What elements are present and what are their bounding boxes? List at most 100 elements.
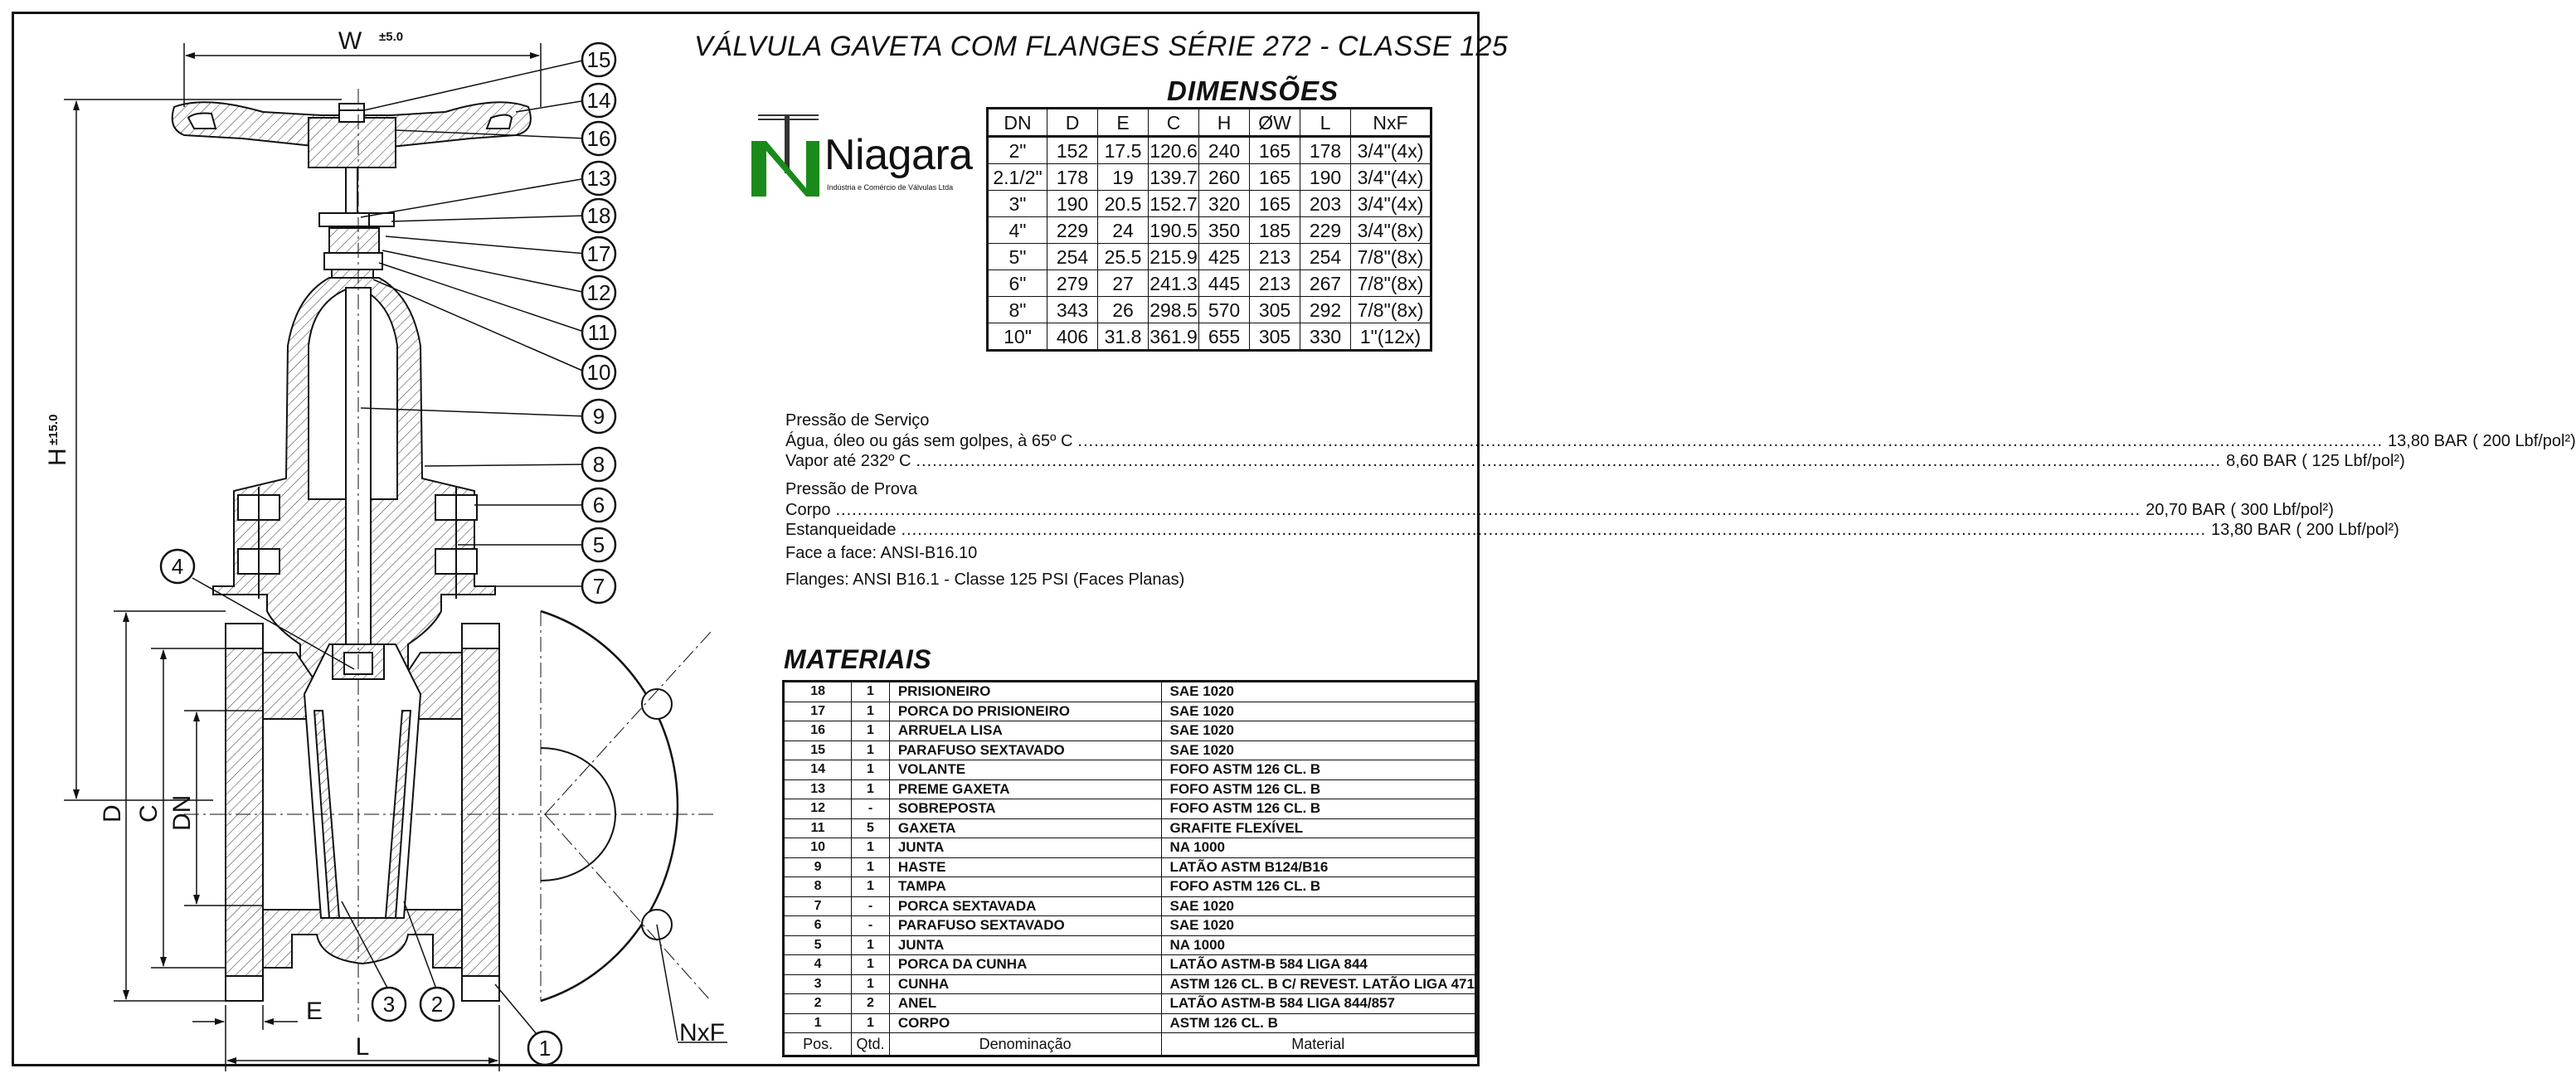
callout-circle: [371, 986, 407, 1022]
table-cell: CORPO: [888, 1012, 1162, 1033]
dim-h-tol: ±15.0: [46, 415, 61, 445]
callout-number: 8: [593, 452, 605, 477]
callout-circle: [581, 197, 617, 234]
table-cell: 185: [1249, 216, 1300, 244]
dim-e-label: E: [306, 998, 323, 1025]
callout-number: 1: [539, 1036, 551, 1061]
table-cell: ARRUELA LISA: [888, 721, 1162, 741]
callout-circle: [581, 398, 617, 435]
callout-number: 16: [587, 126, 611, 151]
table-cell: -: [851, 896, 890, 916]
table-cell: 279: [1047, 270, 1098, 297]
spec-value: 13,80 BAR ( 200 Lbf/pol²): [2388, 432, 2576, 450]
table-cell: 229: [1047, 216, 1098, 244]
logo-subtitle: Indústria e Comércio de Válvulas Ltda: [827, 183, 954, 192]
table-cell: 3": [987, 190, 1047, 217]
table-cell: 445: [1198, 270, 1250, 297]
table-cell: SAE 1020: [1160, 681, 1477, 702]
spec-label: Corpo: [785, 501, 831, 519]
table-cell: 260: [1198, 163, 1250, 191]
table-cell: 298.5: [1148, 296, 1199, 323]
column-header: Qtd.: [851, 1032, 890, 1056]
callout-circle: [581, 354, 617, 391]
callout-number: 4: [172, 554, 183, 579]
table-cell: 267: [1300, 270, 1351, 297]
table-cell: SAE 1020: [1160, 721, 1477, 741]
callout-number: 5: [593, 532, 605, 557]
table-cell: 3/4"(4x): [1350, 190, 1431, 217]
table-cell: SAE 1020: [1160, 701, 1477, 721]
table-cell: 152: [1047, 136, 1098, 164]
table-cell: 26: [1097, 296, 1149, 323]
table-cell: 190: [1300, 163, 1351, 191]
table-cell: 1: [851, 760, 890, 780]
callout-circle: [581, 568, 617, 605]
table-cell: 1: [851, 857, 890, 877]
table-cell: 25.5: [1097, 243, 1149, 270]
column-header: E: [1097, 108, 1149, 137]
callout-number: 10: [587, 360, 611, 385]
table-cell: 240: [1198, 136, 1250, 164]
spec-value: 20,70 BAR ( 300 Lbf/pol²): [2146, 501, 2334, 519]
table-cell: 15: [782, 740, 853, 760]
table-cell: 14: [782, 760, 853, 780]
table-cell: FOFO ASTM 126 CL. B: [1160, 779, 1477, 799]
table-cell: PORCA DA CUNHA: [888, 954, 1162, 975]
table-cell: LATÃO ASTM-B 584 LIGA 844/857: [1160, 993, 1477, 1014]
table-cell: 178: [1300, 136, 1351, 164]
table-cell: HASTE: [888, 857, 1162, 877]
table-cell: ASTM 126 CL. B: [1160, 1012, 1477, 1033]
logo-name: Niagara: [824, 131, 973, 179]
table-cell: 10: [782, 838, 853, 858]
callout-number: 18: [587, 203, 611, 228]
table-cell: 292: [1300, 296, 1351, 323]
table-cell: PRISIONEIRO: [888, 681, 1162, 702]
table-cell: 5: [851, 818, 890, 838]
table-cell: 1: [851, 935, 890, 955]
dim-l-label: L: [356, 1033, 370, 1061]
column-header: Material: [1160, 1032, 1477, 1056]
callout-number: 15: [587, 47, 611, 72]
table-cell: 2.1/2": [987, 163, 1047, 191]
table-cell: PREME GAXETA: [888, 779, 1162, 799]
face-to-face-note: Face a face: ANSI-B16.10: [785, 544, 978, 562]
table-cell: 6": [987, 270, 1047, 297]
table-cell: 17: [782, 701, 853, 721]
table-cell: 190.5: [1148, 216, 1199, 244]
spec-label: Água, óleo ou gás sem golpes, à 65º C: [785, 432, 1073, 450]
dim-d-label: D: [99, 804, 126, 823]
column-header: C: [1148, 108, 1199, 137]
table-cell: 17.5: [1097, 136, 1149, 164]
column-header: ØW: [1249, 108, 1300, 137]
dim-c-label: C: [135, 804, 163, 823]
table-cell: 330: [1300, 323, 1351, 351]
table-cell: 152.7: [1148, 190, 1199, 217]
table-cell: SAE 1020: [1160, 915, 1477, 936]
table-cell: 11: [782, 818, 853, 838]
table-cell: 1: [851, 838, 890, 858]
table-cell: 343: [1047, 296, 1098, 323]
table-cell: LATÃO ASTM-B 584 LIGA 844: [1160, 954, 1477, 975]
table-cell: 31.8: [1097, 323, 1149, 351]
table-cell: ANEL: [888, 993, 1162, 1014]
table-cell: 190: [1047, 190, 1098, 217]
table-cell: 178: [1047, 163, 1098, 191]
table-cell: 3: [782, 974, 853, 994]
table-cell: 2: [782, 993, 853, 1014]
table-cell: 1: [851, 1012, 890, 1033]
table-cell: 254: [1300, 243, 1351, 270]
